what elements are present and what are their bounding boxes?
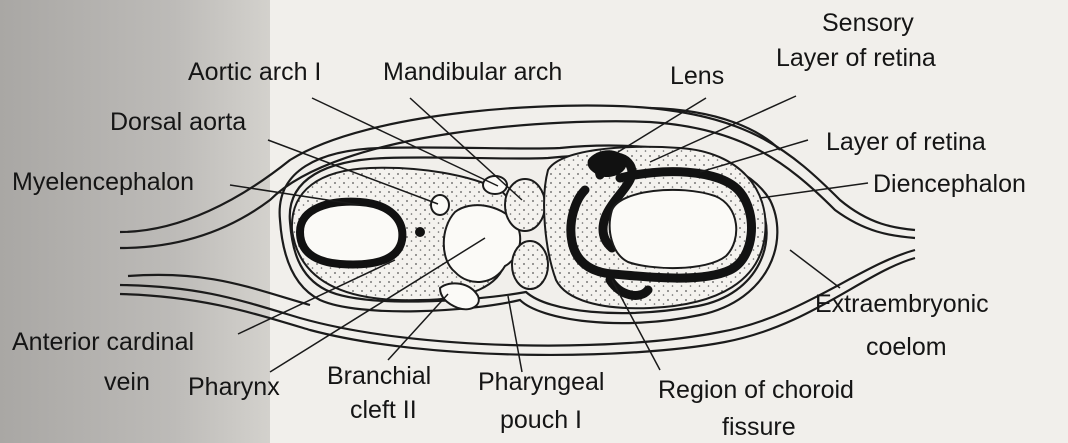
label-branchial-2: cleft II [350, 396, 417, 424]
label-mandibular-arch: Mandibular arch [383, 58, 562, 86]
pharyngeal-pouch-shape [512, 241, 548, 289]
label-dorsal-aorta: Dorsal aorta [110, 108, 246, 136]
label-choroid-2: fissure [722, 413, 796, 441]
mandibular-arch-shape [505, 179, 545, 231]
label-myelencephalon: Myelencephalon [12, 168, 194, 196]
label-pharyngeal-2: pouch I [500, 406, 582, 434]
label-sensory-2: Layer of retina [776, 44, 936, 72]
notochord-dot [415, 227, 425, 237]
label-aortic-arch: Aortic arch I [188, 58, 321, 86]
label-layer-retina: Layer of retina [826, 128, 986, 156]
diencephalon-ventricle [610, 190, 737, 268]
label-extraembryonic-1: Extraembryonic [815, 290, 989, 318]
label-diencephalon: Diencephalon [873, 170, 1026, 198]
label-lens: Lens [670, 62, 724, 90]
label-anterior-cardinal-2: vein [104, 368, 150, 396]
label-extraembryonic-2: coelom [866, 333, 947, 361]
myelencephalon-ventricle [300, 202, 402, 265]
label-anterior-cardinal-1: Anterior cardinal [12, 328, 194, 356]
label-pharyngeal-1: Pharyngeal [478, 368, 604, 396]
label-pharynx: Pharynx [188, 373, 280, 401]
label-branchial-1: Branchial [327, 362, 431, 390]
dorsal-aorta-vessel [431, 195, 449, 215]
label-choroid-1: Region of choroid [658, 376, 854, 404]
label-sensory-1: Sensory [822, 9, 914, 37]
